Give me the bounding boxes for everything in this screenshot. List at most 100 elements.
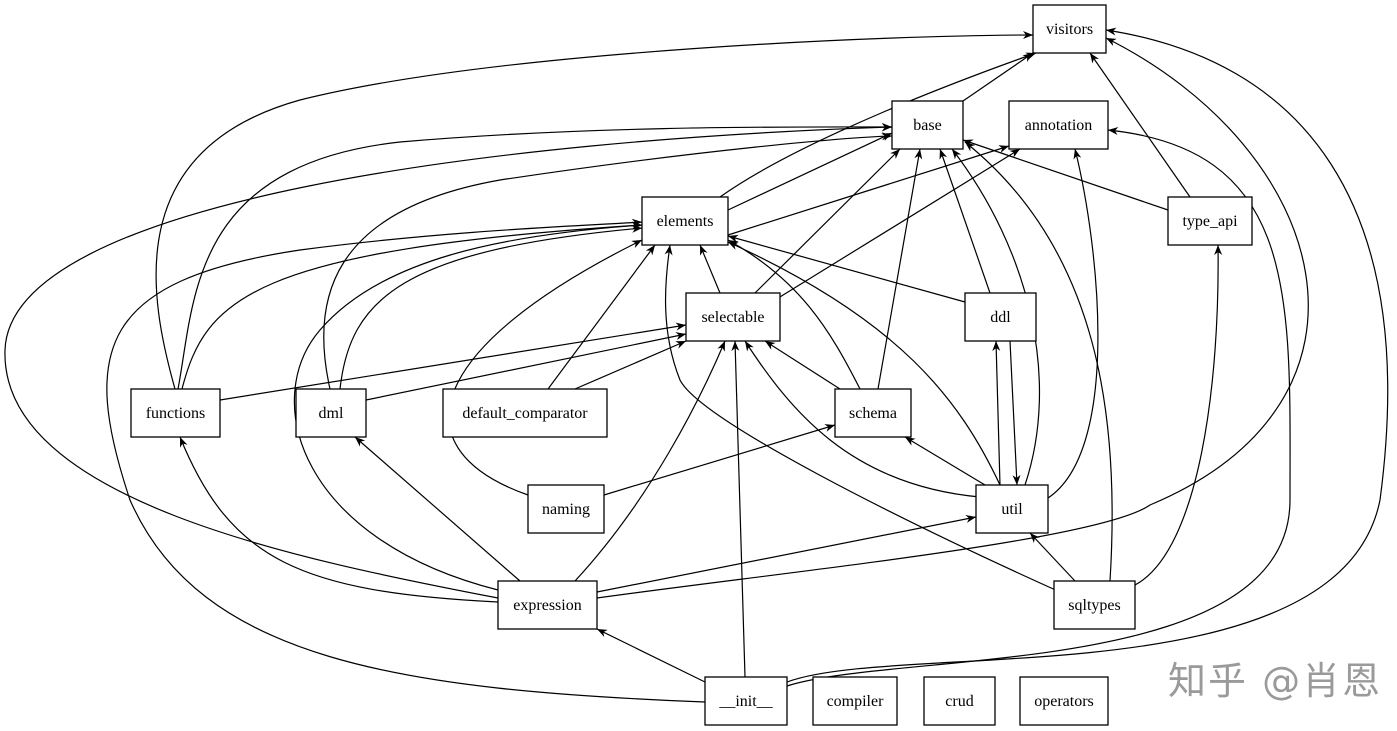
node-dml: dml: [295, 388, 367, 438]
edge-ddl-to-base: [939, 148, 991, 294]
node-box: [1167, 196, 1253, 246]
node-box: [975, 484, 1049, 534]
edge-__init__-to-annotation: [786, 127, 1291, 687]
node-box: [130, 388, 221, 438]
node-box: [812, 676, 898, 726]
edge-default_comparator-to-elements: [547, 244, 656, 390]
edge-naming-to-schema: [603, 424, 836, 496]
node-box: [834, 388, 912, 438]
node-label: crud: [945, 693, 973, 710]
node-box: [442, 388, 608, 438]
node-label: util: [1001, 501, 1023, 518]
edge-expression-to-elements: [293, 221, 643, 591]
edge-__init__-to-elements: [106, 218, 706, 703]
edge-expression-to-selectable: [574, 340, 726, 582]
edge-expression-to-dml: [354, 436, 521, 582]
node-box: [1008, 100, 1109, 150]
node-box: [527, 484, 605, 534]
edge-util-to-selectable: [744, 340, 981, 498]
node-visitors: visitors: [1032, 4, 1107, 54]
edge-expression-to-visitors: [596, 37, 1309, 599]
node-annotation: annotation: [1008, 100, 1109, 150]
edge-expression-to-base: [4, 123, 893, 599]
node-default-comparator: default_comparator: [442, 388, 608, 438]
node-label: compiler: [827, 693, 885, 710]
edge-functions-to-selectable: [219, 322, 687, 401]
edge-type_api-to-base: [962, 139, 1169, 211]
node-label: base: [913, 117, 941, 134]
node-box: [1019, 676, 1109, 726]
node-label: type_api: [1182, 213, 1238, 230]
edge-util-to-schema: [904, 436, 986, 486]
edge-__init__-to-selectable: [731, 340, 746, 678]
node-label: selectable: [701, 309, 764, 326]
node-sqltypes: sqltypes: [1053, 580, 1136, 630]
edge-util-to-annotation: [1047, 148, 1099, 499]
node-functions: functions: [130, 388, 221, 438]
edge-elements-to-base: [727, 132, 893, 211]
edge-functions-to-elements: [181, 221, 643, 390]
edge-expression-to-util: [596, 515, 977, 593]
edge-dml-to-selectable: [365, 332, 687, 401]
edge-sqltypes-to-type_api: [1134, 244, 1223, 586]
node-crud: crud: [923, 676, 996, 726]
node-util: util: [975, 484, 1049, 534]
node-operators: operators: [1019, 676, 1109, 726]
edge-ddl-to-util: [1009, 340, 1021, 486]
node-label: functions: [146, 405, 206, 422]
node-ddl: ddl: [964, 292, 1037, 342]
edge-base-to-visitors: [962, 52, 1034, 102]
node-label: naming: [542, 501, 590, 518]
edge-sqltypes-to-base: [964, 141, 1113, 582]
node-box: [1053, 580, 1136, 630]
edge-functions-to-base: [177, 122, 893, 390]
edge-default_comparator-to-selectable: [574, 340, 687, 390]
edge-sqltypes-to-util: [1029, 532, 1076, 582]
edge-expression-to-functions: [179, 436, 499, 603]
node-box: [704, 676, 788, 726]
watermark: 知乎 @肖恩: [1168, 659, 1383, 703]
edge-util-to-ddl: [992, 340, 1001, 486]
edge-selectable-to-elements: [699, 244, 721, 294]
node-label: default_comparator: [462, 405, 588, 422]
edge-type_api-to-visitors: [1089, 52, 1191, 198]
edge-schema-to-base: [877, 148, 923, 390]
edge-dml-to-base: [323, 132, 893, 390]
edge-ddl-to-elements: [727, 234, 966, 303]
node-label: schema: [849, 405, 897, 422]
node-init: __init__: [704, 676, 788, 726]
node-box: [891, 100, 964, 150]
node-elements: elements: [641, 196, 729, 246]
edge-dml-to-elements: [339, 224, 643, 390]
node-label: ddl: [990, 309, 1011, 326]
node-label: dml: [319, 405, 344, 422]
edge-util-to-elements: [727, 241, 1001, 486]
node-label: operators: [1034, 693, 1094, 710]
node-label: annotation: [1025, 117, 1093, 134]
edge-sqltypes-to-elements: [664, 244, 1061, 593]
node-label: __init__: [718, 693, 773, 710]
node-label: elements: [657, 213, 714, 230]
edge-functions-to-visitors: [155, 31, 1034, 390]
node-naming: naming: [527, 484, 605, 534]
node-box: [923, 676, 996, 726]
node-label: visitors: [1046, 21, 1093, 38]
node-base: base: [891, 100, 964, 150]
node-box: [964, 292, 1037, 342]
node-box: [685, 292, 781, 342]
node-box: [295, 388, 367, 438]
node-compiler: compiler: [812, 676, 898, 726]
edge-selectable-to-base: [754, 148, 901, 294]
edge-schema-to-elements: [727, 239, 861, 390]
node-expression: expression: [497, 580, 598, 630]
edge-__init__-to-expression: [596, 628, 706, 683]
edge-elements-to-annotation: [727, 145, 1010, 236]
edge-selectable-to-annotation: [774, 148, 1021, 301]
node-schema: schema: [834, 388, 912, 438]
edge-elements-to-visitors: [719, 52, 1037, 198]
node-selectable: selectable: [685, 292, 781, 342]
edge-naming-to-elements: [448, 239, 643, 496]
node-label: sqltypes: [1068, 597, 1120, 614]
